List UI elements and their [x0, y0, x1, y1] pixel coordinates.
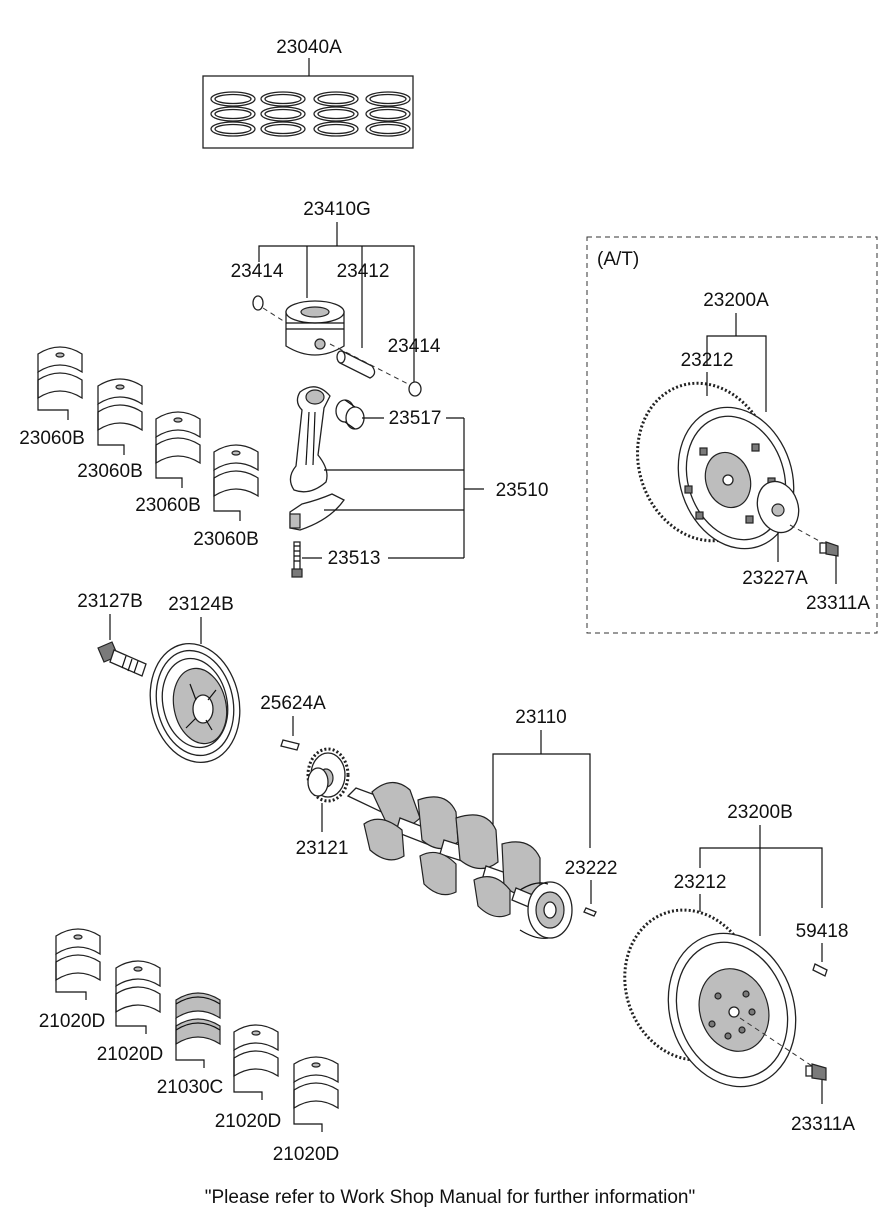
main-bearing-1-shape [55, 928, 101, 982]
conrod-bearings: 23060B 23060B 23060B 23060B [19, 346, 259, 550]
conrod-bearing-1-shape [37, 346, 83, 400]
label-25624A: 25624A [260, 693, 326, 714]
label-23212-mt: 23212 [674, 872, 727, 893]
label-23060B-1: 23060B [19, 428, 85, 449]
label-23510: 23510 [496, 480, 549, 501]
piston-pin-shape [336, 350, 376, 379]
label-23414-right: 23414 [388, 336, 441, 357]
damper-pulley-group: 23127B 23124B [77, 591, 241, 764]
at-section-label: (A/T) [597, 249, 639, 270]
main-bearing-4-shape [293, 1056, 339, 1110]
label-59418: 59418 [796, 921, 849, 942]
piston-shape [285, 300, 345, 356]
label-23227A: 23227A [742, 568, 808, 589]
label-23412: 23412 [337, 261, 390, 282]
label-23060B-3: 23060B [135, 495, 201, 516]
label-23040A: 23040A [276, 37, 342, 58]
pulley-bolt-shape [97, 641, 147, 677]
conrod-shape [289, 386, 331, 493]
conrod-bushing-shape [335, 399, 365, 430]
at-section-box [586, 236, 878, 634]
label-23517: 23517 [389, 408, 442, 429]
label-23060B-4: 23060B [193, 529, 259, 550]
piston-ring-set: 23040A [202, 37, 414, 149]
snap-ring-left-shape [252, 295, 264, 311]
label-21030C: 21030C [157, 1077, 224, 1098]
key-and-sprocket: 25624A 23121 [260, 693, 350, 859]
label-23127B: 23127B [77, 591, 143, 612]
drive-plate-bolt-shape [819, 541, 839, 557]
crank-pin-shape [583, 907, 597, 917]
conrod-bearing-4-shape [213, 444, 259, 498]
snap-ring-right-shape [408, 381, 422, 397]
label-23513: 23513 [328, 548, 381, 569]
ring-stacks [210, 91, 411, 137]
flywheel-bolt-shape [805, 1063, 827, 1081]
at-drive-plate-section: (A/T) 23200A 23212 23227A [586, 236, 878, 634]
label-23110: 23110 [515, 707, 566, 728]
conrod-bolt-shape [291, 541, 303, 578]
label-23222: 23222 [565, 858, 618, 879]
mt-flywheel-group: 23200B 23212 59418 23311A [623, 802, 855, 1135]
label-21020D-1: 21020D [39, 1011, 106, 1032]
conrod-cap-shape [289, 493, 345, 531]
conrod-bearing-3-shape [155, 411, 201, 465]
main-bearings: 21020D 21020D 21030C 21020D 2 [39, 928, 340, 1165]
label-21020D-3: 21020D [215, 1111, 282, 1132]
crankshaft-shape [346, 781, 573, 939]
main-bearing-2-shape [115, 960, 161, 1014]
conrod-bearing-2-shape [97, 378, 143, 432]
footer-note: "Please refer to Work Shop Manual for fu… [205, 1187, 695, 1208]
flywheel-shape [623, 908, 797, 1088]
thrust-bearing-shape [175, 992, 221, 1046]
label-23311A-mt: 23311A [791, 1114, 855, 1135]
damper-pulley-shape [149, 642, 241, 764]
label-23121: 23121 [296, 838, 349, 859]
label-23414-left: 23414 [231, 261, 284, 282]
label-21020D-4: 21020D [273, 1144, 340, 1165]
main-bearing-3-shape [233, 1024, 279, 1078]
piston-assembly: 23410G 23414 23412 23414 [231, 199, 441, 397]
drive-plate-shape [636, 381, 795, 550]
connecting-rod-assembly: 23517 23510 23513 [289, 386, 549, 578]
crankshaft-group: 23110 23222 [346, 707, 618, 939]
label-23200B: 23200B [727, 802, 793, 823]
woodruff-key-shape [280, 739, 300, 751]
dowel-pin-shape [812, 963, 828, 977]
label-21020D-2: 21020D [97, 1044, 164, 1065]
label-23311A-at: 23311A [806, 593, 870, 614]
label-23212-at: 23212 [681, 350, 734, 371]
label-23410G: 23410G [303, 199, 371, 220]
label-23200A: 23200A [703, 290, 769, 311]
label-23124B: 23124B [168, 594, 234, 615]
crank-sprocket-shape [306, 747, 350, 803]
adapter-plate-shape [756, 480, 800, 534]
label-23060B-2: 23060B [77, 461, 143, 482]
